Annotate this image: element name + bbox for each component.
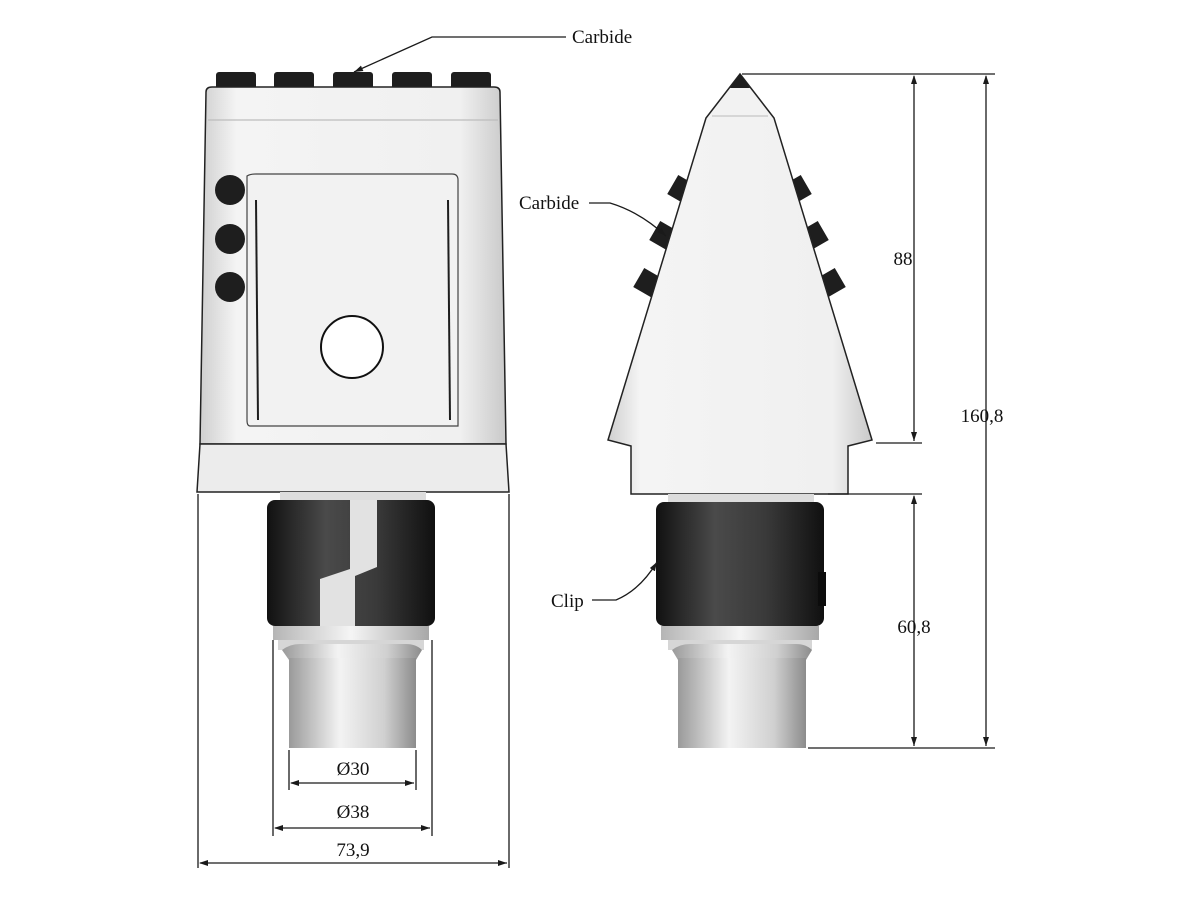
dim-60-8-label: 60,8	[897, 617, 930, 638]
clip-slot	[320, 500, 377, 626]
label-carbide-top: Carbide	[572, 27, 632, 48]
front-view	[196, 72, 510, 748]
dimensions: Ø30 Ø38 73,9 88 60,8 160,8	[197, 73, 1004, 868]
body-base	[196, 443, 510, 493]
label-carbide-side: Carbide	[519, 193, 579, 214]
dim-d30-label: Ø30	[337, 759, 370, 780]
carbide-tip	[333, 72, 373, 90]
side-view	[607, 72, 873, 748]
dim-width-label: 73,9	[336, 840, 369, 861]
carbide-stud	[215, 224, 245, 254]
label-clip: Clip	[551, 591, 584, 612]
annotations: Carbide Carbide Clip	[353, 27, 667, 612]
pocket-edge-right	[447, 199, 451, 421]
dim-160-8-label: 160,8	[961, 406, 1004, 427]
leader-clip	[592, 561, 658, 601]
leader-carbide-side	[589, 202, 667, 237]
carbide-tip	[274, 72, 314, 90]
dim-88-label: 88	[894, 249, 913, 270]
carbide-tip	[216, 72, 256, 90]
shank-ring	[273, 626, 429, 640]
carbide-stud	[215, 272, 245, 302]
pin-hole	[320, 315, 384, 379]
clip-sleeve	[656, 502, 824, 626]
pocket-edge-left	[255, 199, 259, 421]
body-neck	[280, 492, 426, 502]
leader-carbide-top	[353, 36, 566, 73]
top-carbide-row	[216, 72, 491, 90]
shank-ring	[661, 626, 819, 640]
dim-d38-label: Ø38	[337, 802, 370, 823]
carbide-tip	[451, 72, 491, 90]
body-pocket	[246, 173, 459, 427]
carbide-stud	[215, 175, 245, 205]
clip-notch	[818, 572, 826, 606]
carbide-tip	[392, 72, 432, 90]
pick-neck	[668, 494, 814, 504]
pick-tip	[730, 74, 750, 88]
